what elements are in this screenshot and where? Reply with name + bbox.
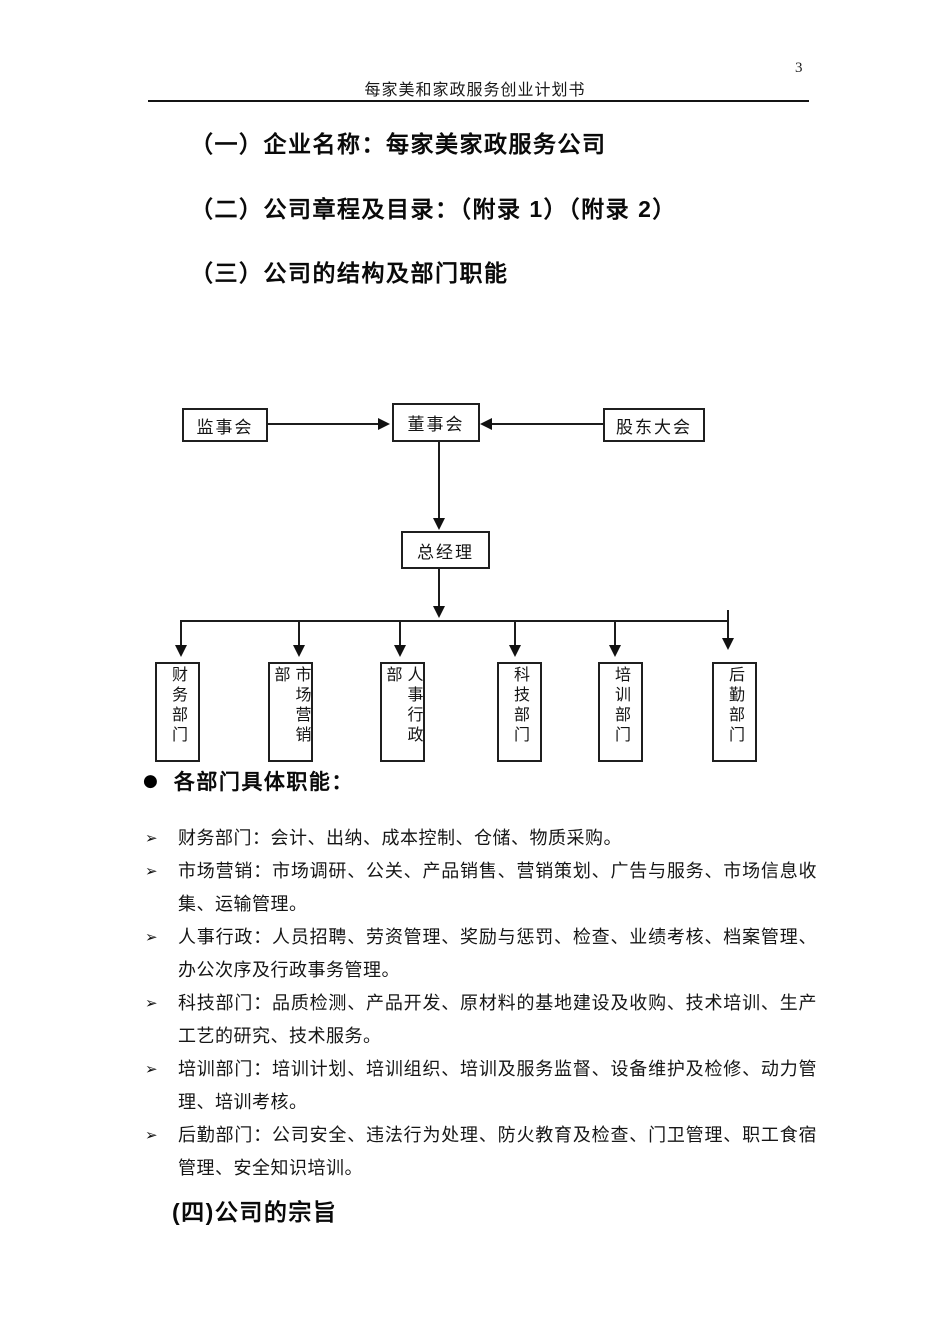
connector-line bbox=[268, 423, 378, 425]
header-title: 每家美和家政服务创业计划书 bbox=[364, 82, 586, 99]
list-item-text: 财务部门：会计、出纳、成本控制、仓储、物质采购。 bbox=[178, 828, 622, 848]
dept-box-technology: 科技部门 bbox=[497, 662, 542, 762]
bullet-icon: ● bbox=[143, 771, 158, 791]
dept-label: 人事行政部 bbox=[383, 666, 422, 746]
list-item-finance: ➢ 财务部门：会计、出纳、成本控制、仓储、物质采购。 bbox=[145, 822, 817, 855]
dept-label: 培训部门 bbox=[612, 666, 629, 746]
arrow-down-icon bbox=[609, 645, 621, 657]
arrowhead-bullet-icon: ➢ bbox=[145, 829, 159, 847]
arrow-down-icon bbox=[293, 645, 305, 657]
dept-label: 财务部门 bbox=[169, 666, 186, 746]
arrow-down-icon bbox=[433, 518, 445, 530]
dept-box-hr-admin: 人事行政部 bbox=[380, 662, 425, 762]
arrowhead-bullet-icon: ➢ bbox=[145, 1060, 159, 1078]
functions-title: 各部门具体职能： bbox=[173, 771, 354, 794]
functions-list: ➢ 财务部门：会计、出纳、成本控制、仓储、物质采购。 ➢ 市场营销：市场调研、公… bbox=[145, 822, 817, 1185]
chart-box-board-of-directors: 董事会 bbox=[392, 403, 480, 442]
section-heading-company-name: （一）企业名称：每家美家政服务公司 bbox=[190, 131, 607, 157]
connector-line bbox=[492, 423, 603, 425]
list-item-text: 人事行政：人员招聘、劳资管理、奖励与惩罚、检查、业绩考核、档案管理、办公次序及行… bbox=[178, 927, 817, 980]
arrow-down-icon bbox=[433, 606, 445, 618]
header-rule bbox=[148, 100, 809, 102]
section-heading-purpose: (四)公司的宗旨 bbox=[172, 1199, 338, 1225]
list-item-training: ➢ 培训部门：培训计划、培训组织、培训及服务监督、设备维护及检修、动力管理、培训… bbox=[145, 1053, 817, 1119]
connector-line bbox=[514, 620, 516, 647]
arrow-down-icon bbox=[509, 645, 521, 657]
list-item-hr-admin: ➢ 人事行政：人员招聘、劳资管理、奖励与惩罚、检查、业绩考核、档案管理、办公次序… bbox=[145, 921, 817, 987]
connector-line bbox=[399, 620, 401, 647]
arrow-down-icon bbox=[722, 638, 734, 650]
dept-box-logistics: 后勤部门 bbox=[712, 662, 757, 762]
list-item-text: 培训部门：培训计划、培训组织、培训及服务监督、设备维护及检修、动力管理、培训考核… bbox=[178, 1059, 817, 1112]
connector-line bbox=[438, 569, 440, 607]
connector-line bbox=[727, 610, 729, 639]
list-item-technology: ➢ 科技部门：品质检测、产品开发、原材料的基地建设及收购、技术培训、生产工艺的研… bbox=[145, 987, 817, 1053]
section-heading-charter: （二）公司章程及目录：（附录 1）（附录 2） bbox=[190, 196, 677, 222]
arrow-down-icon bbox=[175, 645, 187, 657]
dept-box-training: 培训部门 bbox=[598, 662, 643, 762]
list-item-text: 科技部门：品质检测、产品开发、原材料的基地建设及收购、技术培训、生产工艺的研究、… bbox=[178, 993, 817, 1046]
arrowhead-bullet-icon: ➢ bbox=[145, 862, 159, 880]
connector-line bbox=[180, 620, 729, 622]
chart-box-shareholders-meeting: 股东大会 bbox=[603, 408, 705, 442]
dept-label: 市场营销部 bbox=[271, 666, 310, 746]
dept-label: 科技部门 bbox=[511, 666, 528, 746]
list-item-marketing: ➢ 市场营销：市场调研、公关、产品销售、营销策划、广告与服务、市场信息收集、运输… bbox=[145, 855, 817, 921]
chart-box-general-manager: 总经理 bbox=[401, 531, 490, 569]
dept-label: 后勤部门 bbox=[726, 666, 743, 746]
section-heading-structure: （三）公司的结构及部门职能 bbox=[190, 260, 509, 286]
connector-line bbox=[180, 620, 182, 647]
chart-box-supervisory-board: 监事会 bbox=[182, 408, 268, 442]
arrow-left-icon bbox=[480, 418, 492, 430]
arrow-down-icon bbox=[394, 645, 406, 657]
dept-box-finance: 财务部门 bbox=[155, 662, 200, 762]
list-item-logistics: ➢ 后勤部门：公司安全、违法行为处理、防火教育及检查、门卫管理、职工食宿管理、安… bbox=[145, 1119, 817, 1185]
connector-line bbox=[298, 620, 300, 647]
arrowhead-bullet-icon: ➢ bbox=[145, 928, 159, 946]
arrowhead-bullet-icon: ➢ bbox=[145, 994, 159, 1012]
list-item-text: 后勤部门：公司安全、违法行为处理、防火教育及检查、门卫管理、职工食宿管理、安全知… bbox=[178, 1125, 817, 1178]
connector-line bbox=[438, 442, 440, 519]
dept-box-marketing: 市场营销部 bbox=[268, 662, 313, 762]
list-item-text: 市场营销：市场调研、公关、产品销售、营销策划、广告与服务、市场信息收集、运输管理… bbox=[178, 861, 817, 914]
arrowhead-bullet-icon: ➢ bbox=[145, 1126, 159, 1144]
arrow-right-icon bbox=[378, 418, 390, 430]
page-number: 3 bbox=[795, 60, 803, 76]
connector-line bbox=[614, 620, 616, 647]
functions-section-heading: ● 各部门具体职能： bbox=[143, 766, 354, 796]
